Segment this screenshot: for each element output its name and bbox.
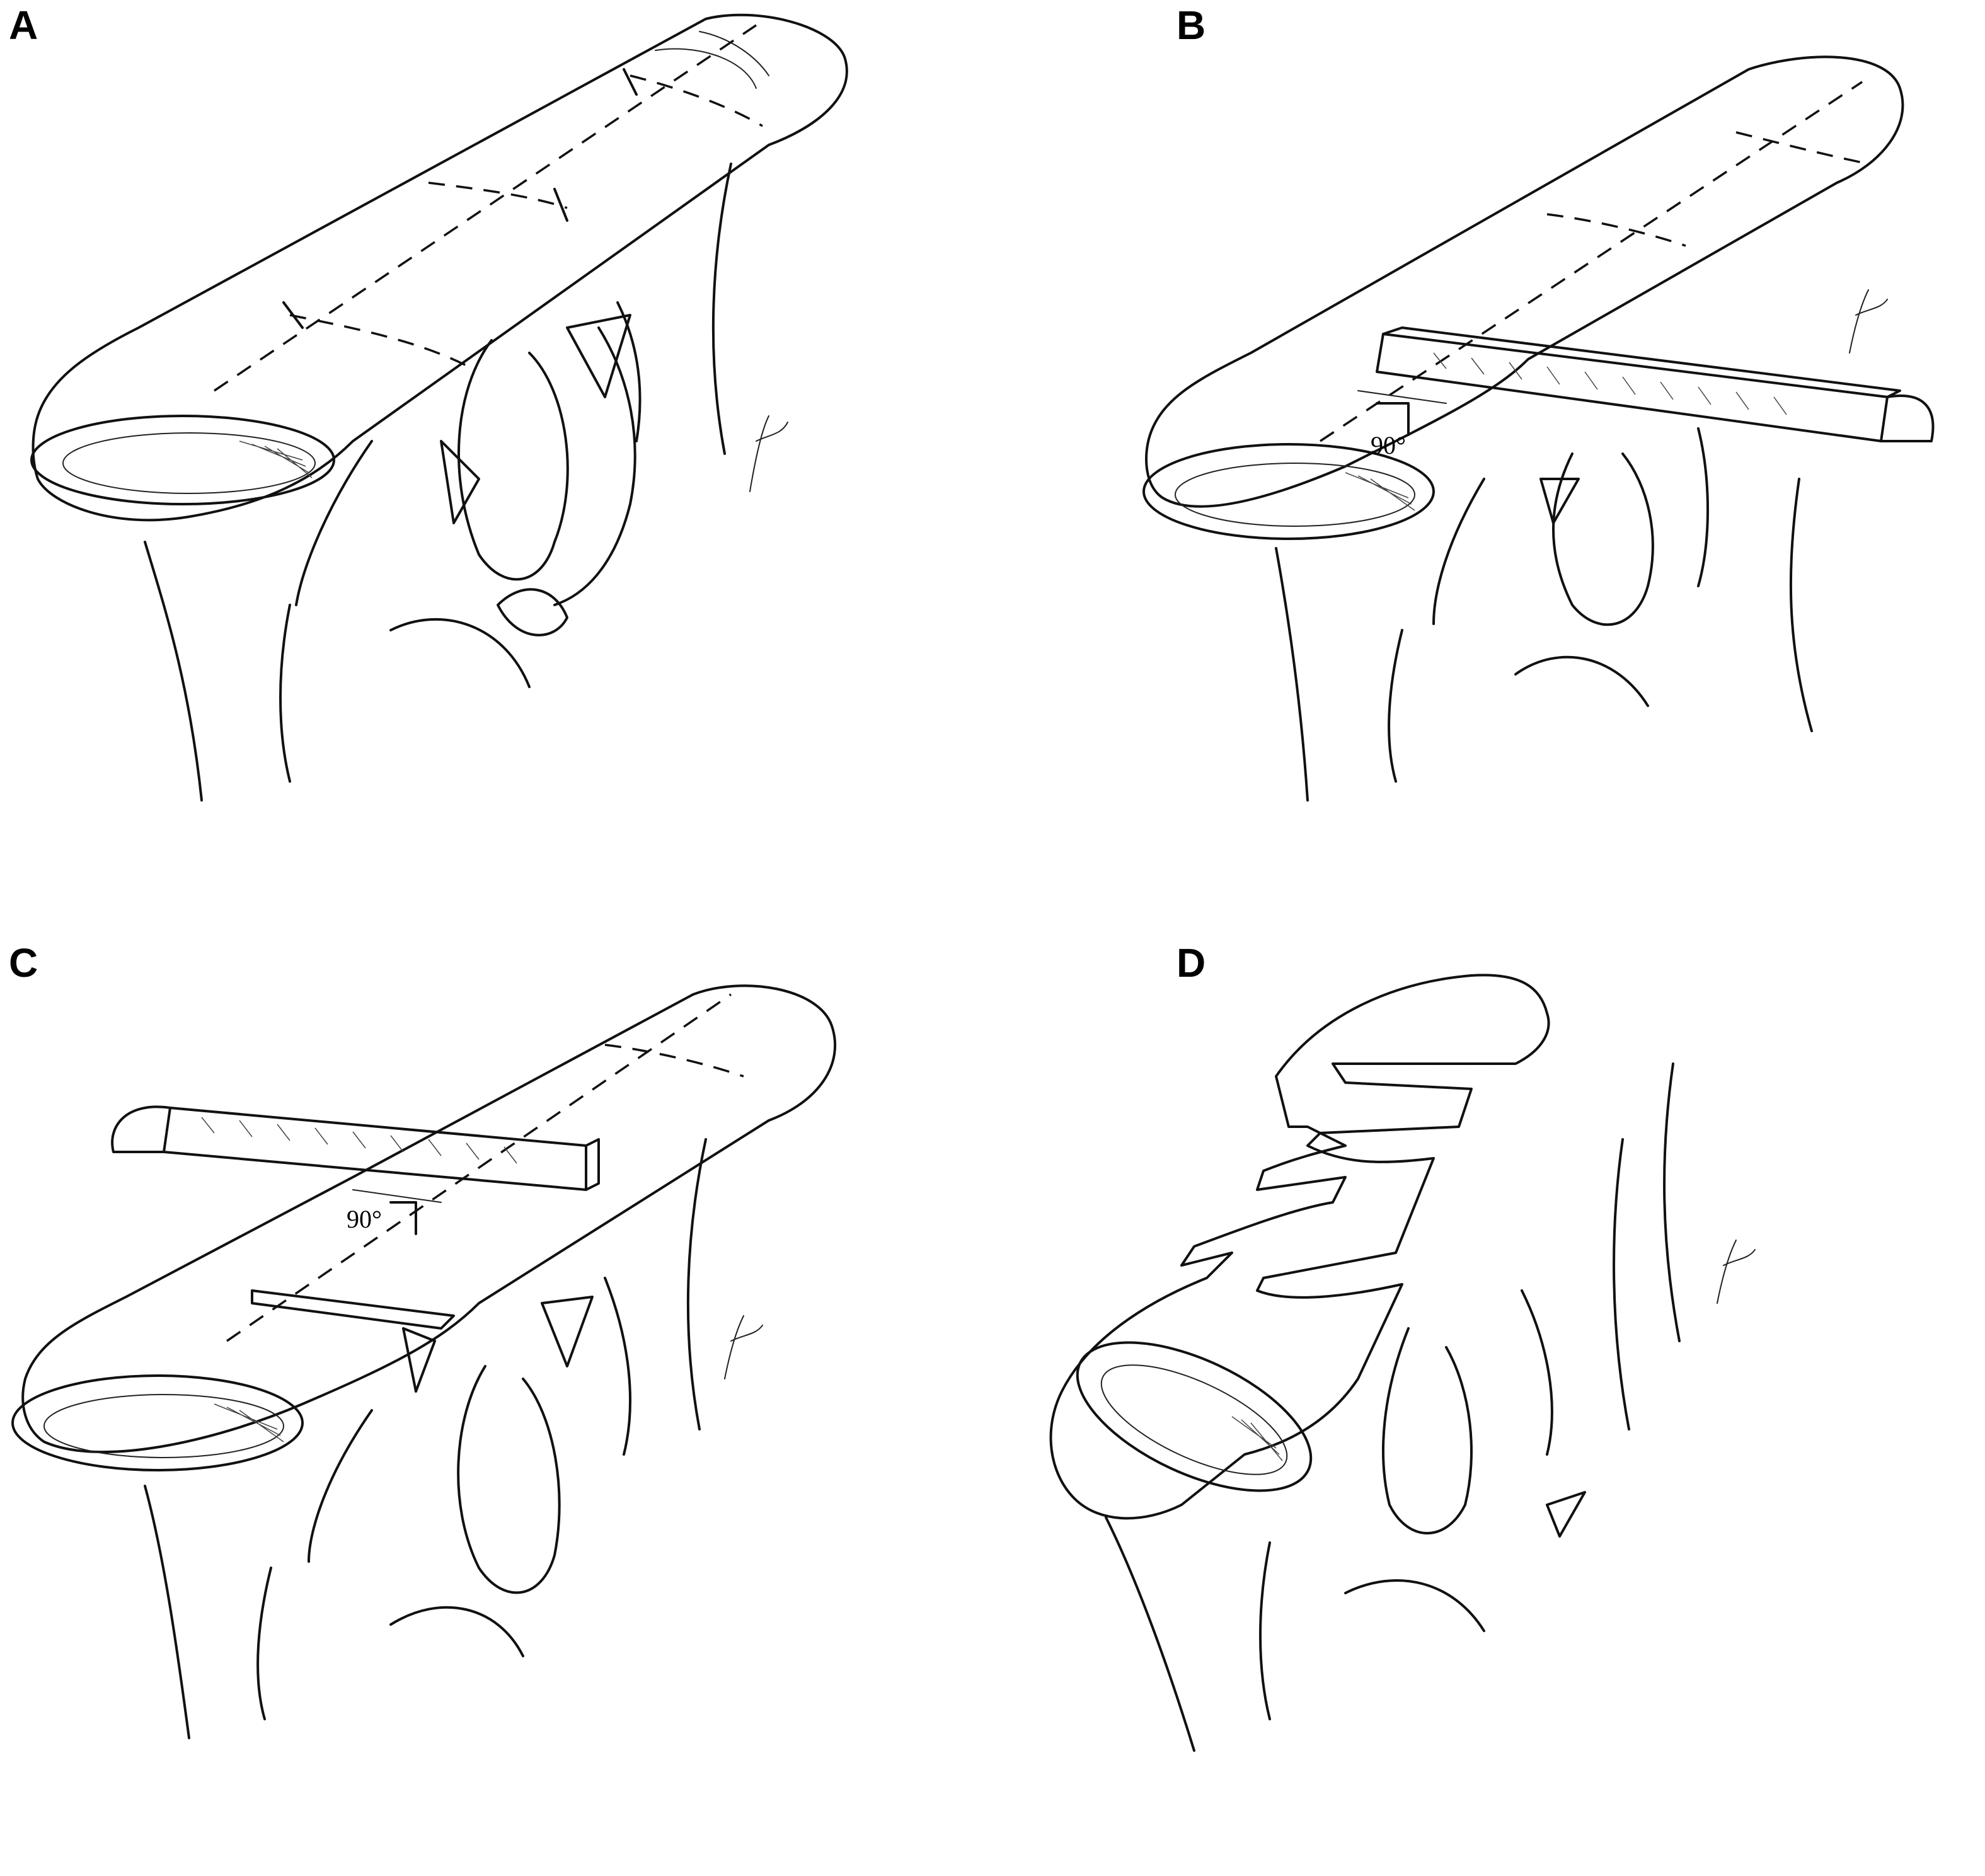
incision-dashed-lines	[1320, 81, 1869, 442]
right-angle-marker: 90°	[347, 1189, 442, 1235]
angle-label: 90°	[347, 1205, 382, 1233]
tissue-network	[1275, 427, 1813, 802]
artist-signature	[1717, 1240, 1756, 1304]
panel-a-drawing	[30, 13, 848, 802]
scalpel-blade	[1376, 326, 1935, 442]
panel-label-b: B	[1177, 3, 1206, 48]
folded-vessel	[1049, 974, 1550, 1520]
lumen-opening	[11, 1374, 304, 1471]
panel-c: 90° C	[0, 938, 992, 1875]
lumen-opening	[30, 415, 335, 505]
vessel-tube	[21, 984, 836, 1454]
vessel-tube	[32, 13, 848, 522]
panel-label-a: A	[9, 3, 38, 48]
panel-c-drawing: 90°	[11, 984, 836, 1739]
panel-d: D	[992, 938, 1985, 1875]
artist-signature	[724, 1315, 763, 1379]
panel-a: A	[0, 0, 992, 938]
panel-b: 90° B	[992, 0, 1985, 938]
right-angle-marker: 90°	[1357, 390, 1447, 459]
tissue-network	[144, 163, 732, 802]
tissue-network	[1105, 1062, 1681, 1752]
panel-b-drawing: 90°	[1142, 55, 1935, 802]
panel-d-drawing	[1049, 974, 1756, 1752]
incision-dashed-lines	[214, 24, 763, 392]
incision-dashed-lines	[226, 993, 744, 1342]
lumen-opening	[1142, 443, 1435, 540]
tissue-network	[144, 1138, 707, 1739]
artist-signature	[749, 415, 788, 492]
angle-label: 90°	[1371, 431, 1406, 459]
panel-label-c: C	[9, 940, 38, 986]
lumen-opening	[1076, 1341, 1313, 1492]
panel-label-d: D	[1177, 940, 1206, 986]
artist-signature	[1849, 289, 1888, 354]
scalpel-blade	[111, 1105, 600, 1191]
vessel-tube	[1145, 55, 1904, 508]
